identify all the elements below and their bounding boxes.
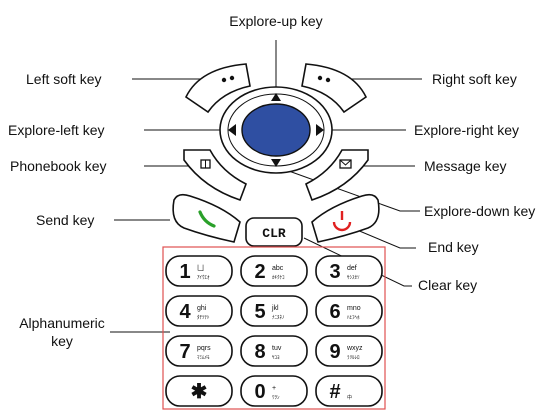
right-soft-key[interactable] bbox=[301, 63, 368, 114]
keypad-key-digit: 8 bbox=[254, 341, 265, 363]
keypad-key[interactable]: 8 tuv ﾔﾕﾖ bbox=[240, 335, 308, 367]
keypad-key-digit: 9 bbox=[329, 341, 340, 363]
handset-red-icon bbox=[332, 211, 352, 232]
keypad-key-kana: ｱｲｳｴｵ bbox=[197, 275, 210, 281]
book-icon bbox=[200, 159, 211, 169]
keypad-key[interactable]: 7 pqrs ﾏﾐﾑﾒﾓ bbox=[165, 335, 233, 367]
keypad-key-digit: 6 bbox=[329, 301, 340, 323]
keypad-key-digit: 3 bbox=[329, 261, 340, 283]
keypad-key-digit: 7 bbox=[179, 341, 190, 363]
clr-key[interactable]: CLR bbox=[245, 217, 303, 247]
keypad-key[interactable]: 3 def ｻｼｽｾｿ bbox=[315, 255, 383, 287]
label-explore-down: Explore-down key bbox=[424, 203, 535, 219]
keypad-key-shape bbox=[240, 295, 308, 327]
label-explore-right: Explore-right key bbox=[414, 122, 519, 138]
message-key[interactable] bbox=[304, 149, 369, 202]
label-explore-up: Explore-up key bbox=[229, 13, 322, 29]
keypad-key-letters: 凵 bbox=[197, 264, 204, 272]
keypad-key-letters: + bbox=[272, 385, 276, 392]
keypad-key-kana: ﾔﾕﾖ bbox=[272, 355, 280, 361]
keypad-key-digit: 2 bbox=[254, 261, 265, 283]
label-clear: Clear key bbox=[418, 277, 477, 293]
keypad-key-letters: jkl bbox=[271, 305, 279, 312]
keypad-key-letters: pqrs bbox=[197, 345, 211, 352]
keypad-key-kana: ﾜｦﾝ bbox=[272, 395, 280, 401]
keypad-key-shape bbox=[165, 375, 233, 407]
explore-up-arrow-icon[interactable] bbox=[271, 93, 281, 101]
keypad-key-digit: 5 bbox=[254, 301, 265, 323]
keypad-key-shape bbox=[240, 335, 308, 367]
label-right-soft: Right soft key bbox=[432, 71, 517, 87]
send-key[interactable] bbox=[172, 193, 241, 243]
keypad-key[interactable]: #中 bbox=[315, 375, 383, 407]
end-key[interactable] bbox=[311, 193, 380, 243]
label-left-soft: Left soft key bbox=[26, 71, 101, 87]
keypad-key-digit: # bbox=[329, 381, 340, 403]
phonebook-key[interactable] bbox=[183, 149, 248, 202]
keypad-key[interactable]: 9 wxyz ﾗﾘﾙﾚﾛ bbox=[315, 335, 383, 367]
explore-center-key[interactable] bbox=[241, 103, 311, 157]
keypad-key-shape bbox=[315, 295, 383, 327]
keypad-key-digit: 1 bbox=[179, 261, 190, 283]
keypad-key-letters: mno bbox=[347, 305, 361, 312]
keypad-key-shape bbox=[315, 255, 383, 287]
label-alphanumeric-line1: Alphanumeric bbox=[19, 315, 105, 331]
keypad-key[interactable]: 2 abc ｶｷｸｹｺ bbox=[240, 255, 308, 287]
label-explore-left: Explore-left key bbox=[8, 122, 104, 138]
keypad-key-letters: def bbox=[347, 265, 357, 272]
explore-left-arrow-icon[interactable] bbox=[228, 124, 236, 136]
label-send: Send key bbox=[36, 212, 94, 228]
dots-icon bbox=[221, 75, 235, 83]
leader-lines bbox=[110, 40, 422, 333]
handset-green-icon bbox=[198, 210, 216, 228]
keypad-key-kana: ﾗﾘﾙﾚﾛ bbox=[347, 355, 360, 361]
keypad-key-kana: ﾊﾋﾌﾍﾎ bbox=[347, 315, 360, 321]
keypad-key-kana: ﾏﾐﾑﾒﾓ bbox=[197, 355, 210, 361]
keypad-key-digit: 0 bbox=[254, 381, 265, 403]
keypad-key-shape bbox=[240, 255, 308, 287]
keypad-key-shape bbox=[165, 295, 233, 327]
keypad-key-digit: 4 bbox=[179, 301, 191, 323]
keypad-key[interactable]: 0 + ﾜｦﾝ bbox=[240, 375, 308, 407]
keypad-key[interactable]: ✱ bbox=[165, 375, 233, 407]
keypad-key-kana: ﾅﾆﾇﾈﾉ bbox=[272, 315, 285, 321]
callout-labels: Explore-up key Left soft key Right soft … bbox=[8, 13, 535, 349]
explore-right-arrow-icon[interactable] bbox=[316, 124, 324, 136]
keypad-key-kana: 中 bbox=[347, 394, 352, 401]
dots-icon bbox=[317, 75, 331, 83]
keypad-key[interactable]: 6 mno ﾊﾋﾌﾍﾎ bbox=[315, 295, 383, 327]
keypad-key[interactable]: 4 ghi ﾀﾁﾂﾃﾄ bbox=[165, 295, 233, 327]
keypad-key-shape bbox=[315, 375, 383, 407]
label-message: Message key bbox=[424, 158, 506, 174]
keypad-key-shape bbox=[240, 375, 308, 407]
label-phonebook: Phonebook key bbox=[10, 158, 107, 174]
label-end: End key bbox=[428, 239, 479, 255]
envelope-icon bbox=[339, 159, 352, 169]
keypad-key[interactable]: 5 jkl ﾅﾆﾇﾈﾉ bbox=[240, 295, 308, 327]
keypad-key-letters: abc bbox=[272, 265, 284, 272]
keypad-key-letters: ghi bbox=[197, 305, 207, 312]
keypad-key-kana: ﾀﾁﾂﾃﾄ bbox=[197, 315, 210, 321]
label-alphanumeric-line2: key bbox=[51, 333, 73, 349]
keypad-key-kana: ｻｼｽｾｿ bbox=[347, 275, 360, 281]
keypad-key-letters: wxyz bbox=[346, 345, 363, 352]
keypad-key-shape bbox=[165, 335, 233, 367]
keypad-key-shape bbox=[165, 255, 233, 287]
keypad-key-letters: tuv bbox=[272, 345, 282, 352]
keypad-key-shape bbox=[315, 335, 383, 367]
explore-down-arrow-icon[interactable] bbox=[271, 159, 281, 167]
leader-clear bbox=[303, 237, 412, 287]
keypad-key-digit: ✱ bbox=[191, 381, 208, 403]
keypad-key-kana: ｶｷｸｹｺ bbox=[272, 275, 285, 281]
clr-label: CLR bbox=[262, 226, 286, 241]
left-soft-key[interactable] bbox=[184, 63, 251, 114]
alphanumeric-frame bbox=[162, 246, 386, 410]
